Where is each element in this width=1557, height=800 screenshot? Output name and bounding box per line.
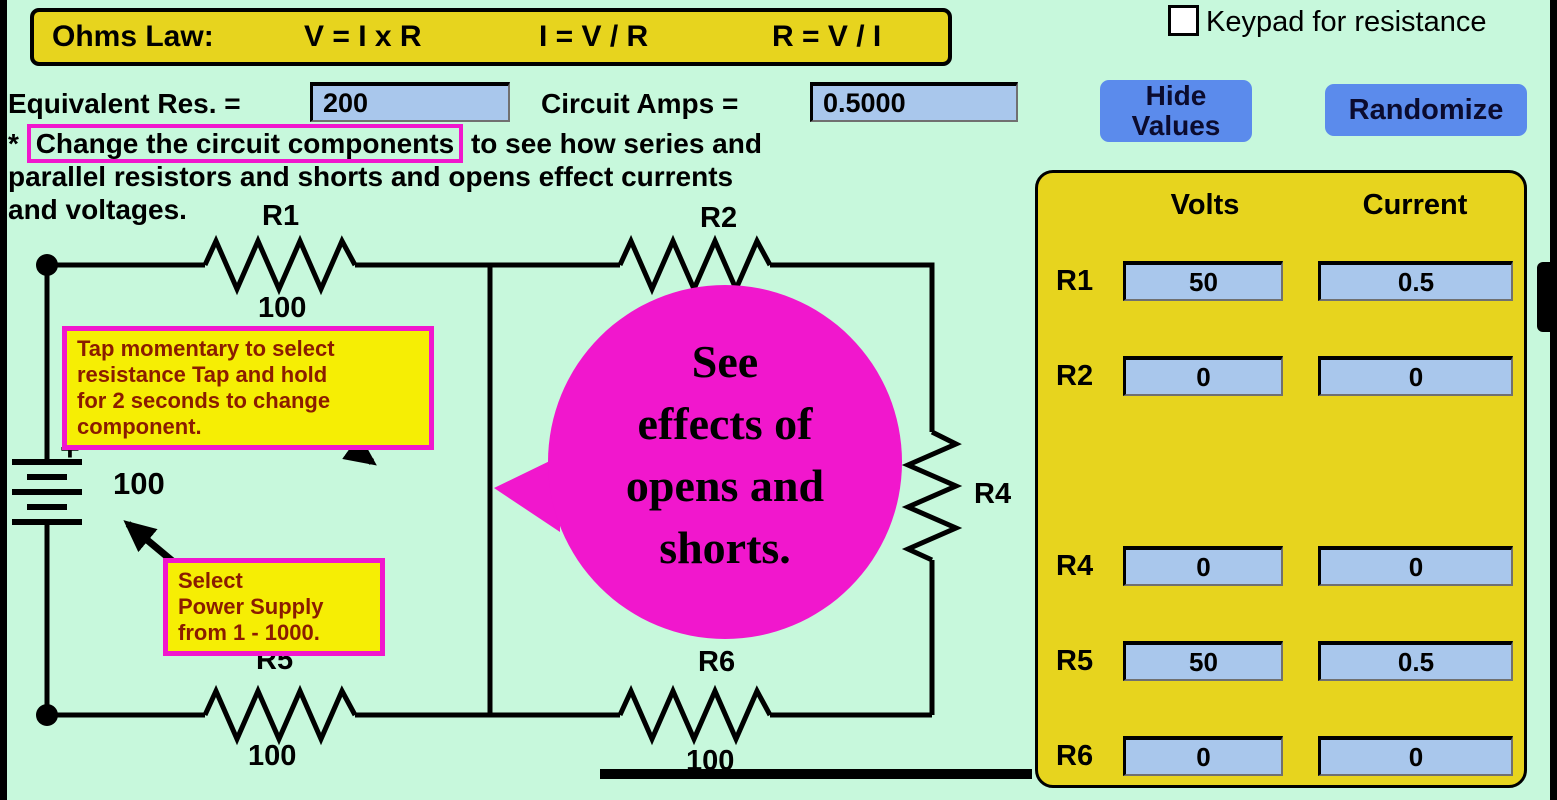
resistor-r5-symbol[interactable]: [202, 684, 358, 746]
instructions-text: * Change the circuit components to see h…: [8, 124, 998, 226]
table-row-r6: R6: [1038, 736, 1524, 778]
resistor-r2-label: R2: [700, 202, 738, 234]
r6-current-field[interactable]: [1318, 736, 1513, 776]
current-header: Current: [1362, 189, 1468, 221]
resistor-r1-label: R1: [262, 200, 300, 232]
power-callout-arrow-icon: [123, 520, 179, 567]
equivalent-resistance-field[interactable]: [310, 82, 510, 122]
keypad-checkbox-label: Keypad for resistance: [1206, 6, 1487, 38]
r4-volts-field[interactable]: [1123, 546, 1283, 586]
node-dot: [36, 704, 58, 726]
node-dot: [36, 254, 58, 276]
resistor-r2-symbol[interactable]: [617, 234, 773, 296]
r4-current-field[interactable]: [1318, 546, 1513, 586]
battery-minus-sign: -: [64, 498, 78, 542]
ohms-formula-3: R = V / I: [772, 20, 882, 53]
results-panel: Volts Current R1 R2 R4 R5 R6: [1035, 170, 1527, 788]
row-label: R4: [1056, 550, 1094, 582]
r5-current-field[interactable]: [1318, 641, 1513, 681]
right-edge-border: [1550, 0, 1557, 800]
tap-instruction-callout: Tap momentary to select resistance Tap a…: [62, 326, 434, 450]
instructions-prefix: *: [8, 128, 27, 159]
row-label: R5: [1056, 645, 1094, 677]
battery-symbol[interactable]: [12, 459, 82, 525]
highlighted-phrase: Change the circuit components: [26, 124, 464, 163]
resistor-r6-symbol[interactable]: [617, 684, 773, 746]
bubble-line: See: [691, 336, 759, 387]
r5-volts-field[interactable]: [1123, 641, 1283, 681]
resistor-r4-label: R4: [974, 478, 1012, 510]
table-row-r1: R1: [1038, 261, 1524, 303]
circuit-amps-field[interactable]: [810, 82, 1018, 122]
volts-header: Volts: [1170, 189, 1240, 221]
resistor-r1-value[interactable]: 100: [258, 292, 307, 324]
resistor-r5-value[interactable]: 100: [248, 740, 297, 772]
resistor-r4-symbol[interactable]: [901, 429, 963, 563]
bottom-divider-bar: [600, 769, 1032, 779]
resistor-r6-label: R6: [698, 646, 736, 678]
randomize-button[interactable]: Randomize: [1325, 84, 1527, 136]
r2-current-field[interactable]: [1318, 356, 1513, 396]
left-edge-border: [0, 0, 7, 800]
opens-shorts-bubble: See effects of opens and shorts.: [548, 285, 902, 639]
circuit-wires: [44, 262, 935, 718]
table-row-r4: R4: [1038, 546, 1524, 588]
row-label: R6: [1056, 740, 1094, 772]
instructions-rest: to see how series and parallel resistors…: [8, 128, 762, 225]
ohms-formula-1: V = I x R: [304, 20, 422, 53]
ohms-formula-2: I = V / R: [539, 20, 649, 53]
bubble-line: shorts.: [659, 522, 791, 573]
battery-value[interactable]: 100: [113, 466, 165, 501]
r6-volts-field[interactable]: [1123, 736, 1283, 776]
r1-volts-field[interactable]: [1123, 261, 1283, 301]
circuit-amps-label: Circuit Amps =: [541, 88, 739, 119]
r2-volts-field[interactable]: [1123, 356, 1283, 396]
r1-current-field[interactable]: [1318, 261, 1513, 301]
ohms-law-title: Ohms Law:: [52, 20, 214, 53]
row-label: R2: [1056, 360, 1094, 392]
bubble-line: effects of: [637, 398, 813, 449]
equivalent-resistance-label: Equivalent Res. =: [8, 88, 241, 119]
row-label: R1: [1056, 265, 1094, 297]
table-row-r5: R5: [1038, 641, 1524, 683]
right-edge-handle: [1537, 262, 1557, 332]
hide-values-button[interactable]: Hide Values: [1100, 80, 1252, 142]
power-supply-callout: Select Power Supply from 1 - 1000.: [163, 558, 385, 656]
ohms-law-banner: Ohms Law: V = I x R I = V / R R = V / I: [30, 8, 952, 66]
resistor-r1-symbol[interactable]: [202, 234, 358, 296]
bubble-line: opens and: [625, 460, 825, 511]
table-row-r2: R2: [1038, 356, 1524, 398]
keypad-checkbox[interactable]: [1168, 5, 1199, 36]
